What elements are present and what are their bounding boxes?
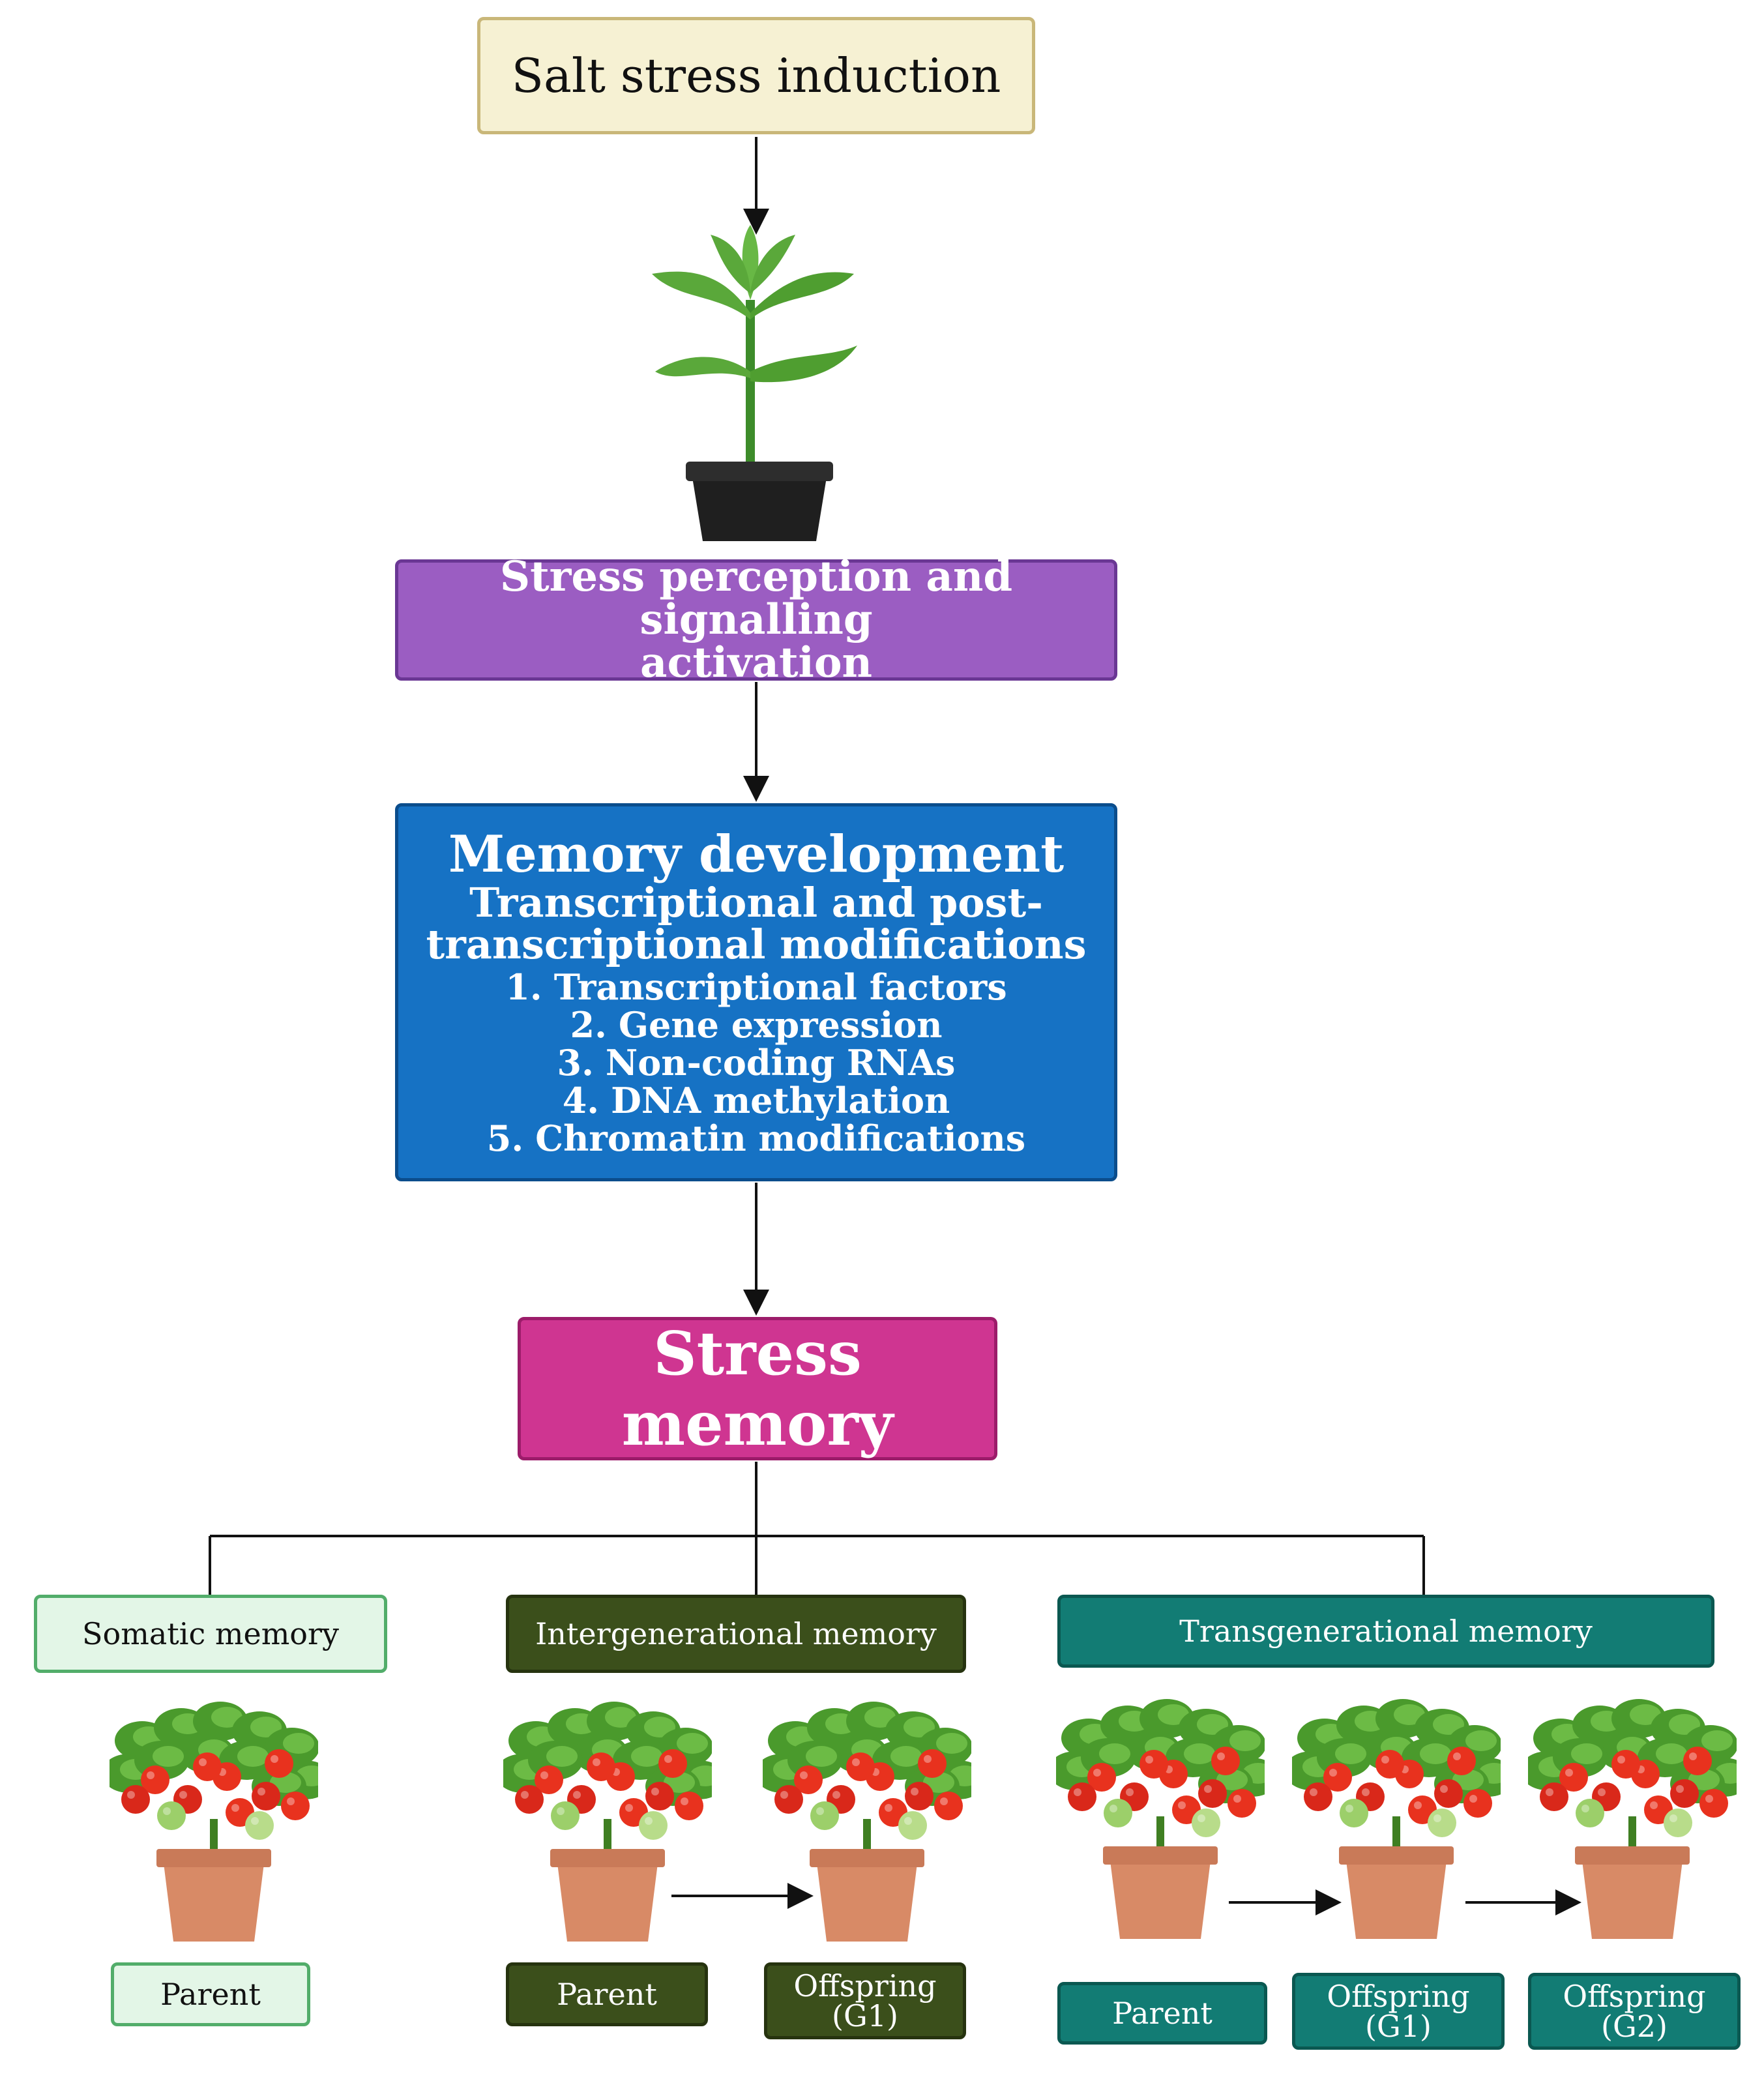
memory-development-box: Memory development Transcriptional and p… <box>395 803 1117 1181</box>
intergenerational-memory-label: Intergenerational memory <box>535 1616 937 1651</box>
somatic-memory-box: Somatic memory <box>34 1595 387 1673</box>
intergenerational-memory-box: Intergenerational memory <box>506 1595 966 1673</box>
stress-memory-box: Stress memory <box>518 1317 997 1460</box>
perception-line1: Stress perception and signalling <box>499 552 1013 644</box>
trans-parent-tomato-icon <box>1056 1699 1265 1939</box>
somatic-parent-label: Parent <box>111 1962 310 2026</box>
inter-offspring-label: Offspring (G1) <box>764 1962 966 2039</box>
salt-stress-box: Salt stress induction <box>477 17 1035 134</box>
somatic-parent-tomato-icon <box>110 1702 318 1942</box>
seedling-pot-icon <box>652 225 857 541</box>
transgenerational-memory-box: Transgenerational memory <box>1057 1595 1714 1668</box>
transgenerational-memory-label: Transgenerational memory <box>1179 1614 1593 1649</box>
salt-stress-label: Salt stress induction <box>511 48 1001 103</box>
trans-g2-tomato-icon <box>1528 1699 1737 1939</box>
somatic-memory-label: Somatic memory <box>82 1616 339 1651</box>
trans-parent-label: Parent <box>1057 1982 1267 2045</box>
trans-offspring-g2-label: Offspring (G2) <box>1528 1973 1741 2050</box>
memory-development-title: Memory development <box>448 825 1065 884</box>
trans-offspring-g1-label: Offspring (G1) <box>1292 1973 1505 2050</box>
memory-development-subtitle1: Transcriptional and post- <box>469 879 1043 926</box>
list-item: 1.Transcriptional factors <box>505 966 1007 1008</box>
inter-offspring-tomato-icon <box>763 1702 971 1942</box>
perception-line2: activation <box>639 638 873 687</box>
inter-parent-label: Parent <box>506 1962 708 2026</box>
list-item: 5.Chromatin modifications <box>486 1117 1026 1159</box>
modification-list: 1.Transcriptional factors 2.Gene express… <box>487 968 1025 1157</box>
trans-g1-tomato-icon <box>1292 1699 1501 1939</box>
list-item: 4.DNA methylation <box>562 1080 950 1121</box>
stress-perception-box: Stress perception and signalling activat… <box>395 555 1117 685</box>
inter-parent-tomato-icon <box>503 1702 712 1942</box>
stress-memory-label: Stress memory <box>621 1318 894 1459</box>
list-item: 3.Non-coding RNAs <box>557 1042 956 1084</box>
memory-development-subtitle2: transcriptional modifications <box>426 921 1087 968</box>
list-item: 2.Gene expression <box>570 1004 943 1046</box>
